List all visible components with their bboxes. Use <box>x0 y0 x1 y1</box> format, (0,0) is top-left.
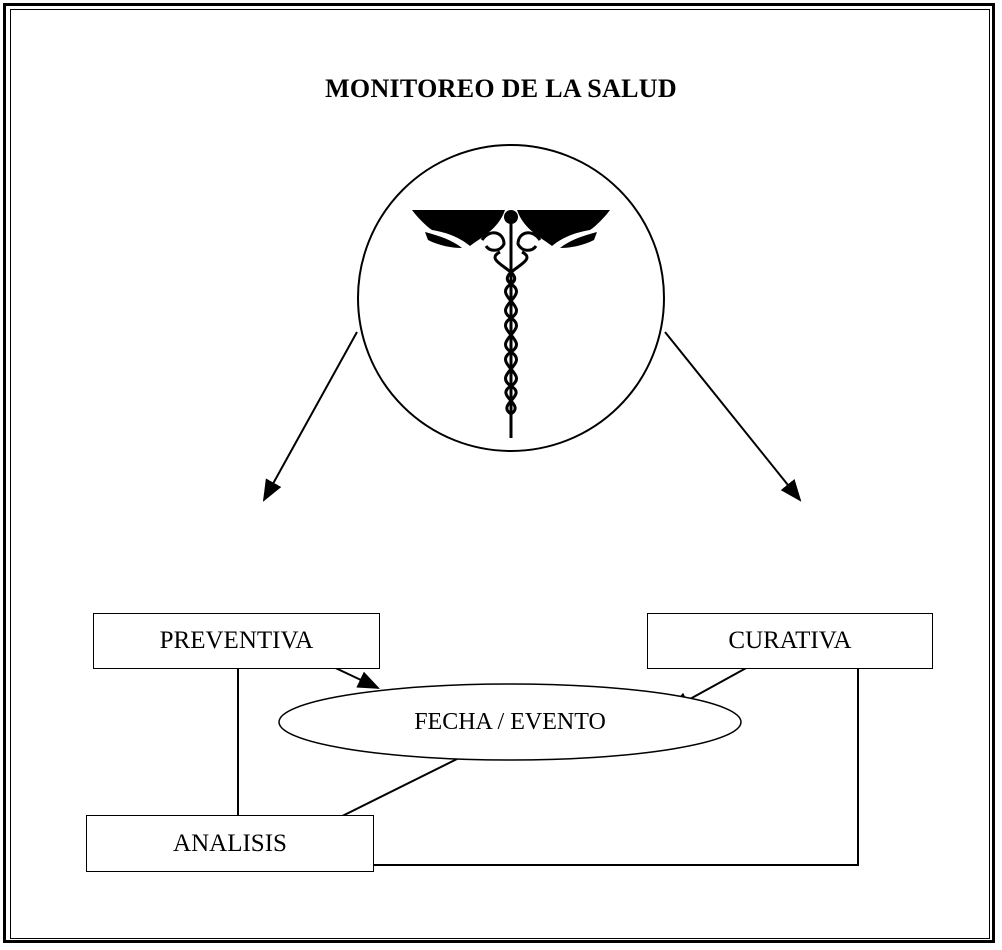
preventiva-box: PREVENTIVA <box>93 613 380 669</box>
inner-border <box>10 9 990 939</box>
preventiva-label: PREVENTIVA <box>159 627 314 654</box>
caduceus-icon <box>412 210 610 438</box>
arrow-circle-to-preventiva <box>262 331 358 502</box>
diagram-title: MONITOREO DE LA SALUD <box>325 74 677 103</box>
outer-border <box>3 3 995 943</box>
arrow-analisis-to-curativa <box>374 637 867 866</box>
arrow-circle-to-curativa <box>664 331 802 502</box>
analisis-box: ANALISIS <box>86 815 374 872</box>
analisis-label: ANALISIS <box>173 829 287 857</box>
fecha-evento-ellipse <box>278 683 742 761</box>
curativa-box: CURATIVA <box>647 613 933 669</box>
curativa-label: CURATIVA <box>728 627 852 654</box>
fecha-evento-label: FECHA / EVENTO <box>414 708 606 735</box>
